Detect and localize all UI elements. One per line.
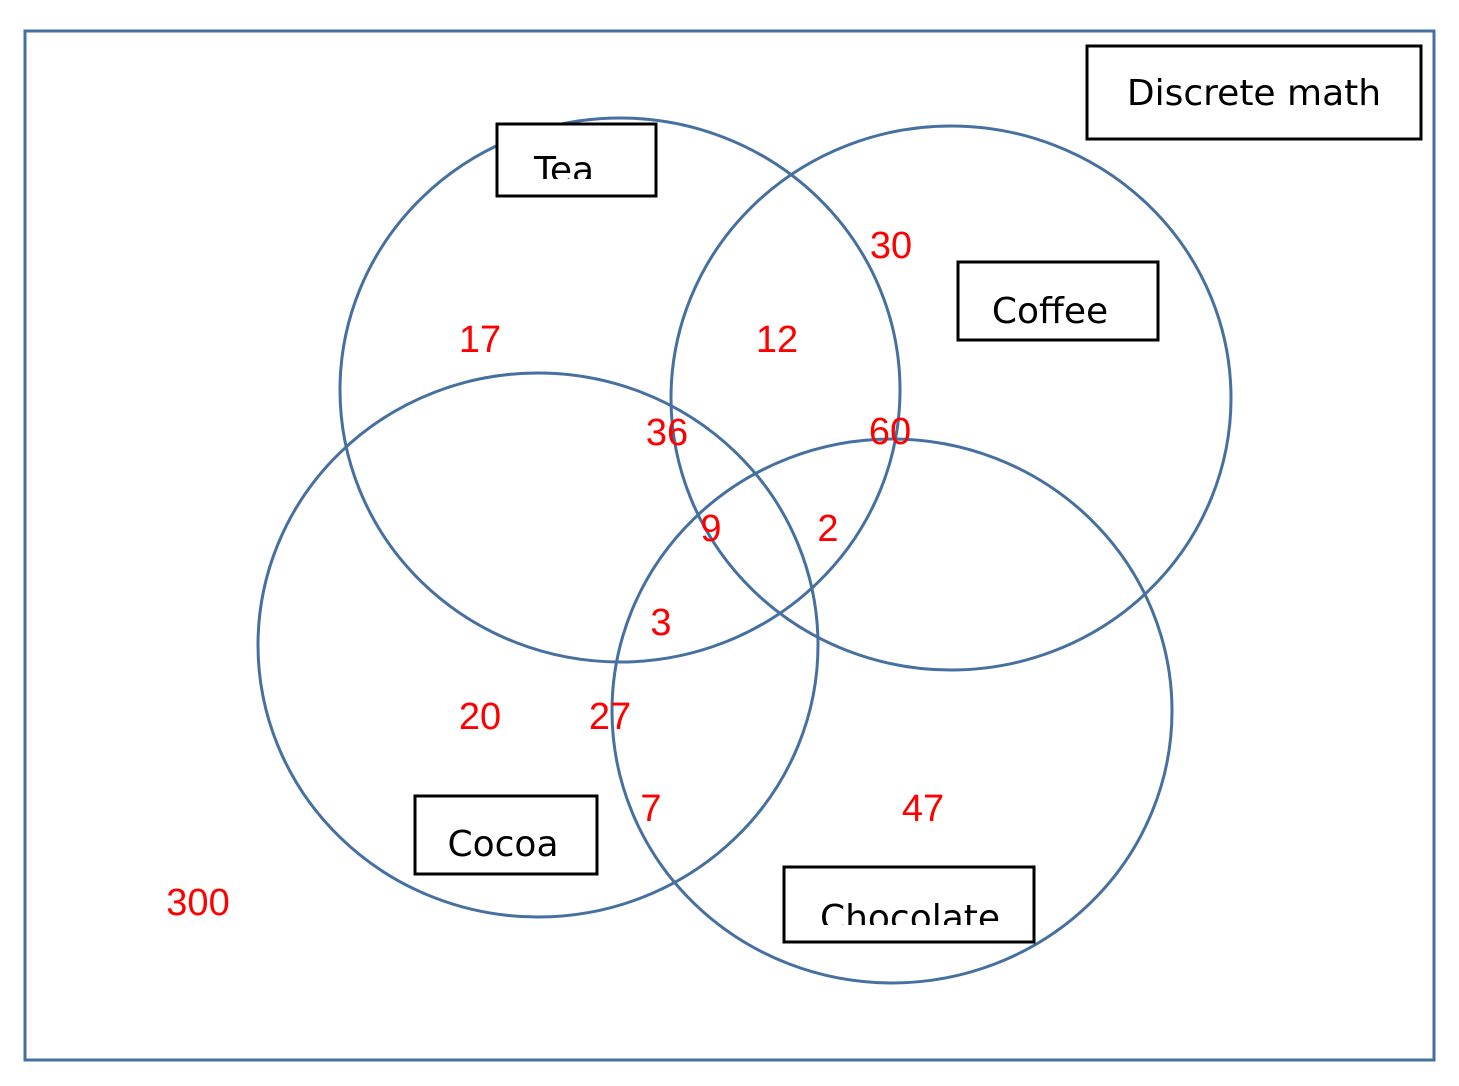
cocoa-label: Cocoa [447, 824, 558, 865]
chocolate-label-box: Chocolate [782, 865, 1036, 944]
region-tea-only: 17 [459, 319, 501, 361]
region-tea-coffee-cocoa: 9 [700, 508, 721, 550]
region-all-four: 3 [650, 602, 671, 644]
universe-frame [23, 29, 1436, 1062]
region-coffee-chocolate: 2 [817, 508, 838, 550]
coffee-circle [669, 124, 1233, 672]
cocoa-label-box: Cocoa [413, 794, 599, 876]
region-tea-cocoa: 36 [646, 412, 688, 454]
title-label: Discrete math [1127, 73, 1381, 114]
coffee-label: Coffee [992, 291, 1108, 332]
region-chocolate-only: 47 [902, 788, 944, 830]
region-outside: 300 [166, 882, 229, 924]
tea-circle [338, 116, 902, 664]
region-tea-coffee: 12 [756, 319, 798, 361]
region-coffee-only: 30 [870, 225, 912, 267]
chocolate-circle [610, 437, 1174, 985]
coffee-label-box: Coffee [956, 260, 1160, 342]
region-cocoa-chocolate-lower: 7 [640, 788, 661, 830]
region-cocoa-chocolate: 27 [589, 696, 631, 738]
region-tea-coffee-chocolate: 60 [869, 411, 911, 453]
tea-label: Tea [533, 150, 594, 191]
cocoa-circle [256, 371, 820, 919]
region-cocoa-only: 20 [459, 696, 501, 738]
tea-label-box: Tea [495, 122, 658, 198]
title-box: Discrete math [1085, 44, 1423, 141]
chocolate-label: Chocolate [820, 898, 1000, 939]
